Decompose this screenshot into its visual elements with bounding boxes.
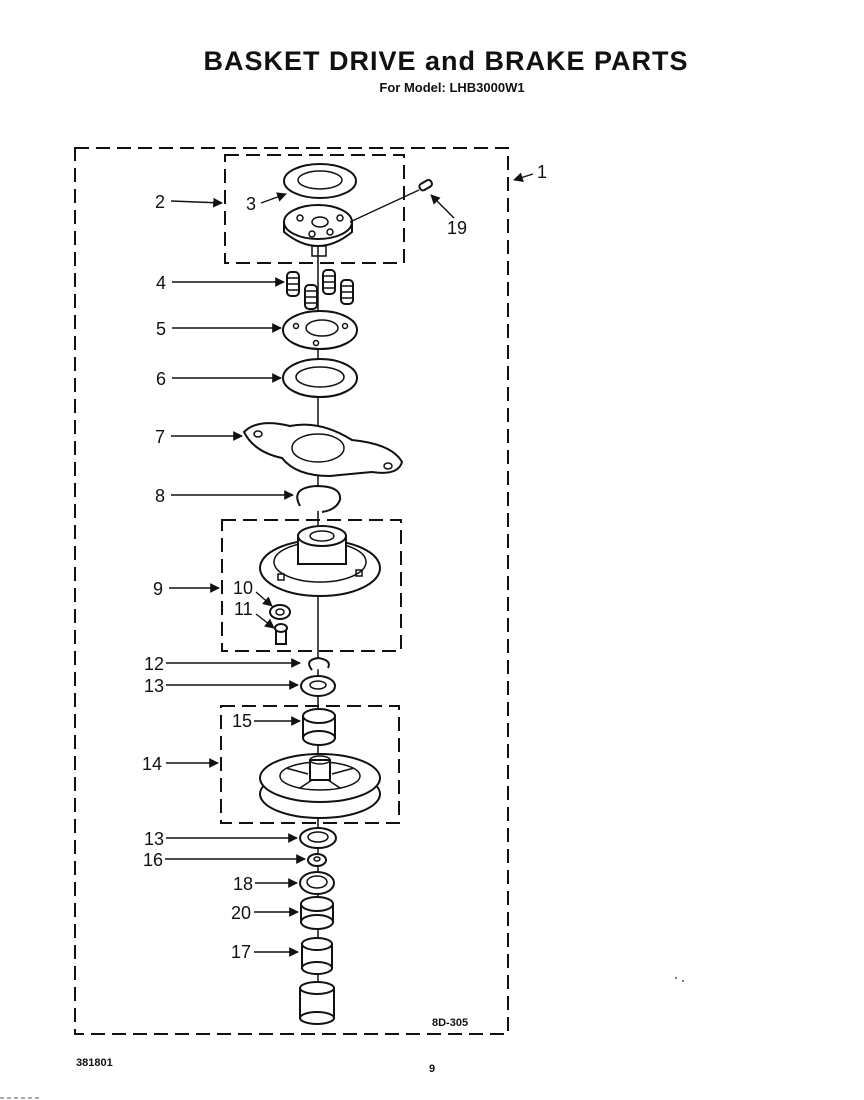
- subassembly-box-14: [220, 705, 400, 824]
- callouts: 1 2 3 19 4 5 6 7 8 9 10 11 12 13 15 14 1: [142, 162, 547, 962]
- callout-12: 12: [144, 654, 164, 674]
- callout-8: 8: [155, 486, 165, 506]
- callout-14: 14: [142, 754, 162, 774]
- callout-13-upper: 13: [144, 676, 164, 696]
- callout-4: 4: [156, 273, 166, 293]
- callout-11: 11: [234, 599, 253, 619]
- part-6-ring: [282, 358, 358, 398]
- bottom-tube: [299, 981, 335, 1025]
- part-18-seal: [299, 871, 335, 895]
- part-14-pulley: [259, 753, 381, 819]
- document-number: 381801: [76, 1057, 113, 1069]
- callout-3: 3: [246, 194, 256, 214]
- page-title: BASKET DRIVE and BRAKE PARTS: [203, 46, 688, 76]
- callout-7: 7: [155, 427, 165, 447]
- page-number: 9: [429, 1063, 435, 1075]
- callout-9: 9: [153, 579, 163, 599]
- part-4-springs: [286, 269, 354, 310]
- subassembly-box-2: [224, 154, 405, 264]
- part-2-hub: [283, 204, 353, 257]
- part-12-retaining-ring: [308, 656, 330, 671]
- part-5-plate: [282, 310, 358, 350]
- part-3-ring: [283, 163, 357, 199]
- callout-5: 5: [156, 319, 166, 339]
- part-11-screw: [274, 623, 288, 645]
- part-9-brake-housing: [259, 525, 381, 597]
- assembly-boundary: [74, 147, 509, 1035]
- part-7-flange: [242, 422, 404, 478]
- scan-artifacts: [0, 977, 684, 1099]
- part-17-sleeve: [301, 937, 333, 975]
- callout-16: 16: [143, 850, 163, 870]
- part-20-bearing: [300, 896, 334, 930]
- part-19-pin: [349, 179, 433, 223]
- part-10-washer: [269, 604, 291, 620]
- callout-18: 18: [233, 874, 253, 894]
- part-16-small-washer: [307, 853, 327, 867]
- callout-10: 10: [233, 578, 253, 598]
- callout-13-lower: 13: [144, 829, 164, 849]
- part-13-washer-lower: [299, 827, 337, 849]
- model-subtitle: For Model: LHB3000W1: [379, 80, 524, 95]
- callout-17: 17: [231, 942, 251, 962]
- callout-19: 19: [447, 218, 467, 238]
- callout-6: 6: [156, 369, 166, 389]
- callout-15: 15: [232, 711, 252, 731]
- callout-1: 1: [537, 162, 547, 182]
- drawing-code: 8D-305: [432, 1017, 468, 1029]
- part-8-snap-ring: [296, 484, 342, 513]
- subassembly-box-9: [221, 519, 402, 652]
- part-15-bearing: [302, 708, 336, 746]
- callout-2: 2: [155, 192, 165, 212]
- part-13-washer-upper: [300, 675, 336, 697]
- callout-20: 20: [231, 903, 251, 923]
